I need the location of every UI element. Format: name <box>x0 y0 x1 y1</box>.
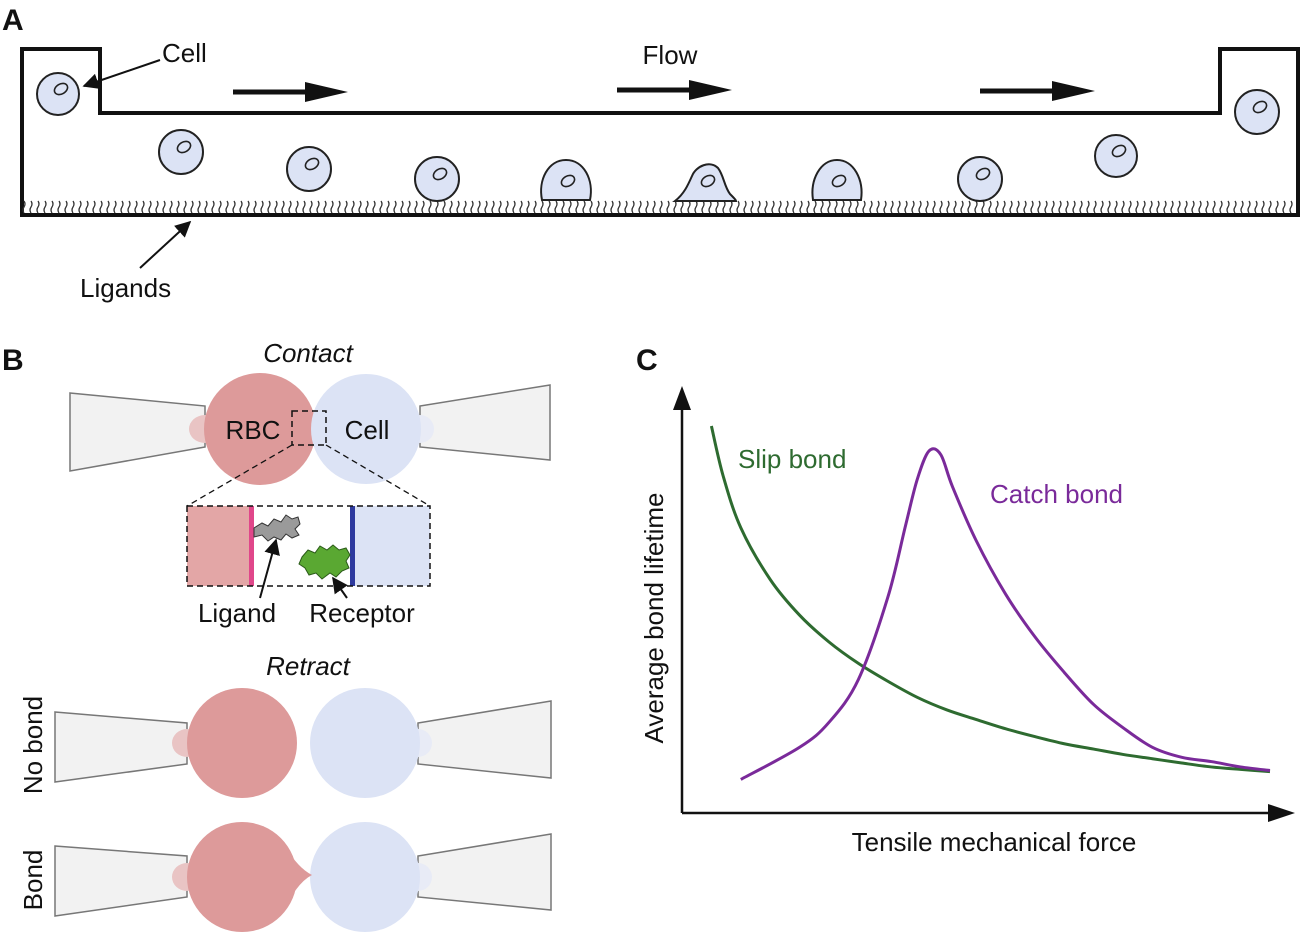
cell-nucleus <box>304 157 320 171</box>
cell-pointer-arrow <box>82 59 161 89</box>
red-blood-cell <box>204 373 316 485</box>
rbc-label: RBC <box>226 415 281 445</box>
target-cell <box>311 374 421 484</box>
panel-c: C Average bond lifetime Tensile mechanic… <box>636 344 1295 857</box>
zoom-line-right <box>325 444 431 507</box>
flowing-cell <box>1094 134 1138 178</box>
catch-bond-curve <box>740 447 1271 781</box>
cell-nucleus <box>176 140 192 154</box>
adhering-cell <box>672 163 738 202</box>
slip-bond-curve <box>709 425 1271 774</box>
cell-label-b: Cell <box>345 415 390 445</box>
flowing-cell <box>1234 89 1280 135</box>
inset-cell-area <box>355 506 430 586</box>
panel-a-label: A <box>2 4 24 37</box>
y-axis-arrowhead <box>673 386 691 410</box>
legend-slip-bond: Slip bond <box>738 444 846 474</box>
left-micropipette-nobond <box>54 711 188 783</box>
ligand-label: Ligand <box>198 598 276 628</box>
y-axis-title: Average bond lifetime <box>639 492 669 743</box>
rbc-membrane <box>249 506 254 586</box>
flow-chamber <box>20 47 1300 217</box>
flowing-cell <box>158 129 204 175</box>
ligand-molecule <box>253 514 301 542</box>
ligands-pointer-arrow <box>139 220 192 269</box>
flow-cells <box>36 72 1280 202</box>
rbc-tether <box>285 846 312 908</box>
right-micropipette-bond <box>417 833 552 911</box>
contact-assembly: RBC Cell <box>69 373 551 507</box>
legend-catch-bond: Catch bond <box>990 479 1123 509</box>
flowing-cell <box>36 72 80 116</box>
ligand-squiggles <box>22 200 1293 214</box>
contact-label: Contact <box>263 338 354 368</box>
left-micropipette <box>69 392 206 472</box>
flowing-cell <box>286 146 332 192</box>
receptor-molecule <box>298 544 351 580</box>
receptor-pointer-arrow <box>332 576 348 599</box>
flow-label: Flow <box>643 40 698 70</box>
cell-nucleus <box>1252 100 1268 114</box>
cell-bond <box>310 822 420 932</box>
bond-label: Bond <box>18 850 48 911</box>
cell-nucleus <box>432 167 448 181</box>
bond-assembly: Bond <box>18 822 552 932</box>
rbc-bond <box>187 822 297 932</box>
cell-nucleus <box>700 174 716 188</box>
panel-c-label: C <box>636 344 658 377</box>
chart-plot-area <box>709 425 1271 781</box>
cell-membrane <box>350 506 355 586</box>
receptor-label: Receptor <box>309 598 415 628</box>
rbc-nobond <box>187 688 297 798</box>
left-micropipette-bond <box>54 845 188 917</box>
ligand-coating <box>22 200 1293 214</box>
ligands-label: Ligands <box>80 273 171 303</box>
panel-b: B Contact RBC Cell Ligand <box>2 338 552 932</box>
flow-arrow-2 <box>617 80 732 100</box>
x-axis-arrowhead <box>1268 804 1295 822</box>
zoom-inset: Ligand Receptor <box>186 505 431 628</box>
inset-rbc-area <box>187 506 249 586</box>
retract-label: Retract <box>266 651 352 681</box>
flow-arrow-3 <box>980 81 1095 101</box>
no-bond-assembly: No bond <box>18 688 552 798</box>
no-bond-label: No bond <box>18 696 48 794</box>
cell-nucleus <box>975 167 991 181</box>
flowing-cell <box>414 156 460 202</box>
x-axis-title: Tensile mechanical force <box>852 827 1137 857</box>
inset-frame <box>186 505 431 587</box>
right-micropipette-nobond <box>417 700 552 779</box>
zoom-line-left <box>186 444 293 507</box>
flow-arrow-1 <box>233 82 348 102</box>
cell-nucleus <box>831 174 847 188</box>
ligand-pointer-arrow <box>259 538 280 599</box>
cell-nobond <box>310 688 420 798</box>
zoom-region-box <box>291 410 327 446</box>
adhering-cell <box>811 158 863 201</box>
right-micropipette <box>419 384 551 461</box>
adhering-cell <box>540 158 592 201</box>
panel-a: A Flow Cell Ligands <box>2 4 1300 303</box>
flowing-cell <box>957 156 1003 202</box>
cell-label: Cell <box>162 38 207 68</box>
cell-nucleus <box>1111 144 1127 158</box>
cell-nucleus <box>53 82 69 96</box>
panel-b-label: B <box>2 344 24 377</box>
cell-nucleus <box>560 174 576 188</box>
